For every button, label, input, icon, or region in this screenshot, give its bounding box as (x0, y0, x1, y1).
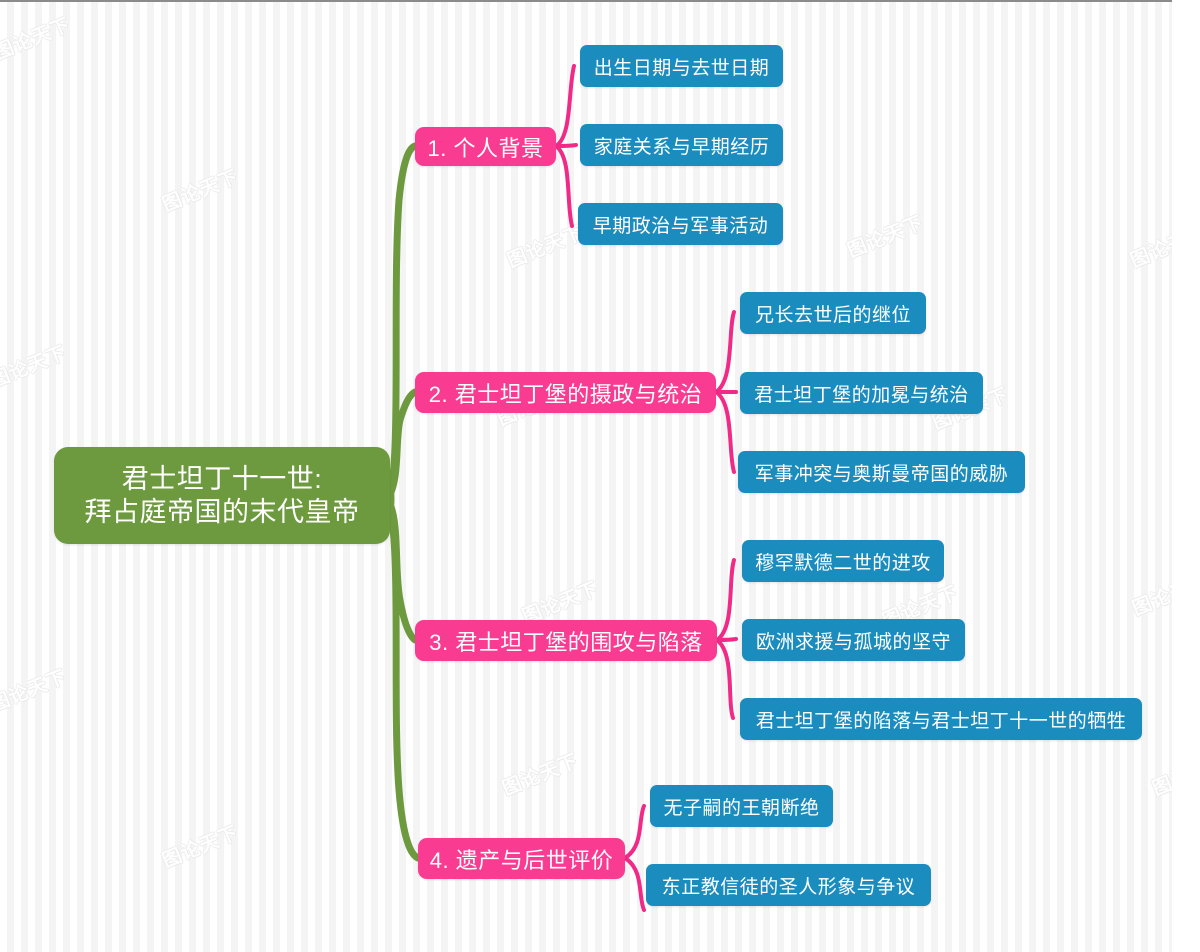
leaf-label: 家庭关系与早期经历 (593, 136, 770, 158)
branch-node-3[interactable]: 3. 君士坦丁堡的围攻与陷落 (415, 620, 717, 661)
trunk-link-branch-3 (384, 496, 419, 644)
leaf-node-1-3[interactable]: 早期政治与军事活动 (578, 203, 783, 245)
branch-1-link-leaf-2 (554, 143, 578, 148)
branch-label: 4. 遗产与后世评价 (429, 847, 614, 873)
leaf-node-1-1[interactable]: 出生日期与去世日期 (580, 45, 783, 87)
canvas-top-rule (0, 0, 1172, 2)
watermark: 图论天下 (0, 666, 70, 717)
root-title-line-2: 拜占庭帝国的末代皇帝 (84, 496, 360, 527)
watermark: 图论天下 (0, 14, 74, 65)
branch-3-link-leaf-1 (715, 558, 736, 642)
watermark: 图论天下 (504, 222, 587, 273)
trunk-link-branch-2 (384, 388, 419, 502)
watermark: 图论天下 (499, 750, 582, 801)
leaf-label: 无子嗣的王朝断绝 (663, 797, 820, 819)
leaf-node-2-2[interactable]: 君士坦丁堡的加冕与统治 (740, 372, 983, 414)
leaf-label: 穆罕默德二世的进攻 (755, 552, 931, 574)
branch-label: 1. 个人背景 (427, 135, 544, 161)
branch-1-link-leaf-1 (554, 64, 576, 148)
branch-1-link-leaf-3 (554, 144, 574, 228)
leaf-node-2-1[interactable]: 兄长去世后的继位 (740, 292, 926, 334)
leaf-label: 出生日期与去世日期 (593, 57, 770, 79)
trunk-link-branch-1 (384, 142, 419, 504)
trunk-link-branch-4 (384, 498, 422, 862)
leaf-node-4-2[interactable]: 东正教信徒的圣人形象与争议 (646, 864, 931, 906)
branch-label: 2. 君士坦丁堡的摄政与统治 (428, 381, 703, 407)
leaf-label: 君士坦丁堡的陷落与君士坦丁十一世的牺牲 (755, 710, 1127, 732)
leaf-node-1-2[interactable]: 家庭关系与早期经历 (580, 124, 783, 166)
watermark: 图论天下 (159, 166, 242, 217)
leaf-label: 兄长去世后的继位 (754, 304, 911, 326)
branch-3-link-leaf-3 (715, 638, 735, 720)
branch-node-1[interactable]: 1. 个人背景 (415, 127, 556, 166)
leaf-node-4-1[interactable]: 无子嗣的王朝断绝 (650, 785, 833, 827)
leaf-label: 欧洲求援与孤城的坚守 (755, 631, 951, 653)
branch-4-link-leaf-1 (623, 804, 646, 860)
leaf-label: 军事冲突与奥斯曼帝国的威胁 (754, 463, 1009, 485)
leaf-node-3-1[interactable]: 穆罕默德二世的进攻 (742, 540, 944, 582)
watermark: 图论天下 (159, 822, 242, 873)
branch-2-link-leaf-3 (714, 390, 736, 474)
branch-label: 3. 君士坦丁堡的围攻与陷落 (429, 629, 703, 655)
branch-2-link-leaf-1 (714, 310, 736, 394)
leaf-label: 君士坦丁堡的加冕与统治 (754, 384, 969, 406)
root-node[interactable]: 君士坦丁十一世: 拜占庭帝国的末代皇帝 (54, 447, 390, 544)
branch-node-4[interactable]: 4. 遗产与后世评价 (418, 838, 625, 879)
branch-3-link-leaf-2 (715, 637, 738, 642)
branch-4-link-leaf-2 (623, 856, 646, 912)
root-title-line-1: 君士坦丁十一世: (121, 463, 323, 494)
leaf-label: 东正教信徒的圣人形象与争议 (661, 876, 916, 898)
watermark: 图论天下 (844, 212, 927, 263)
leaf-node-3-3[interactable]: 君士坦丁堡的陷落与君士坦丁十一世的牺牲 (740, 698, 1142, 740)
watermark: 图论天下 (0, 342, 70, 393)
leaf-node-2-3[interactable]: 军事冲突与奥斯曼帝国的威胁 (738, 451, 1025, 493)
right-gutter (1172, 0, 1200, 952)
leaf-label: 早期政治与军事活动 (592, 215, 769, 237)
branch-node-2[interactable]: 2. 君士坦丁堡的摄政与统治 (415, 372, 716, 413)
leaf-node-3-2[interactable]: 欧洲求援与孤城的坚守 (742, 619, 965, 661)
